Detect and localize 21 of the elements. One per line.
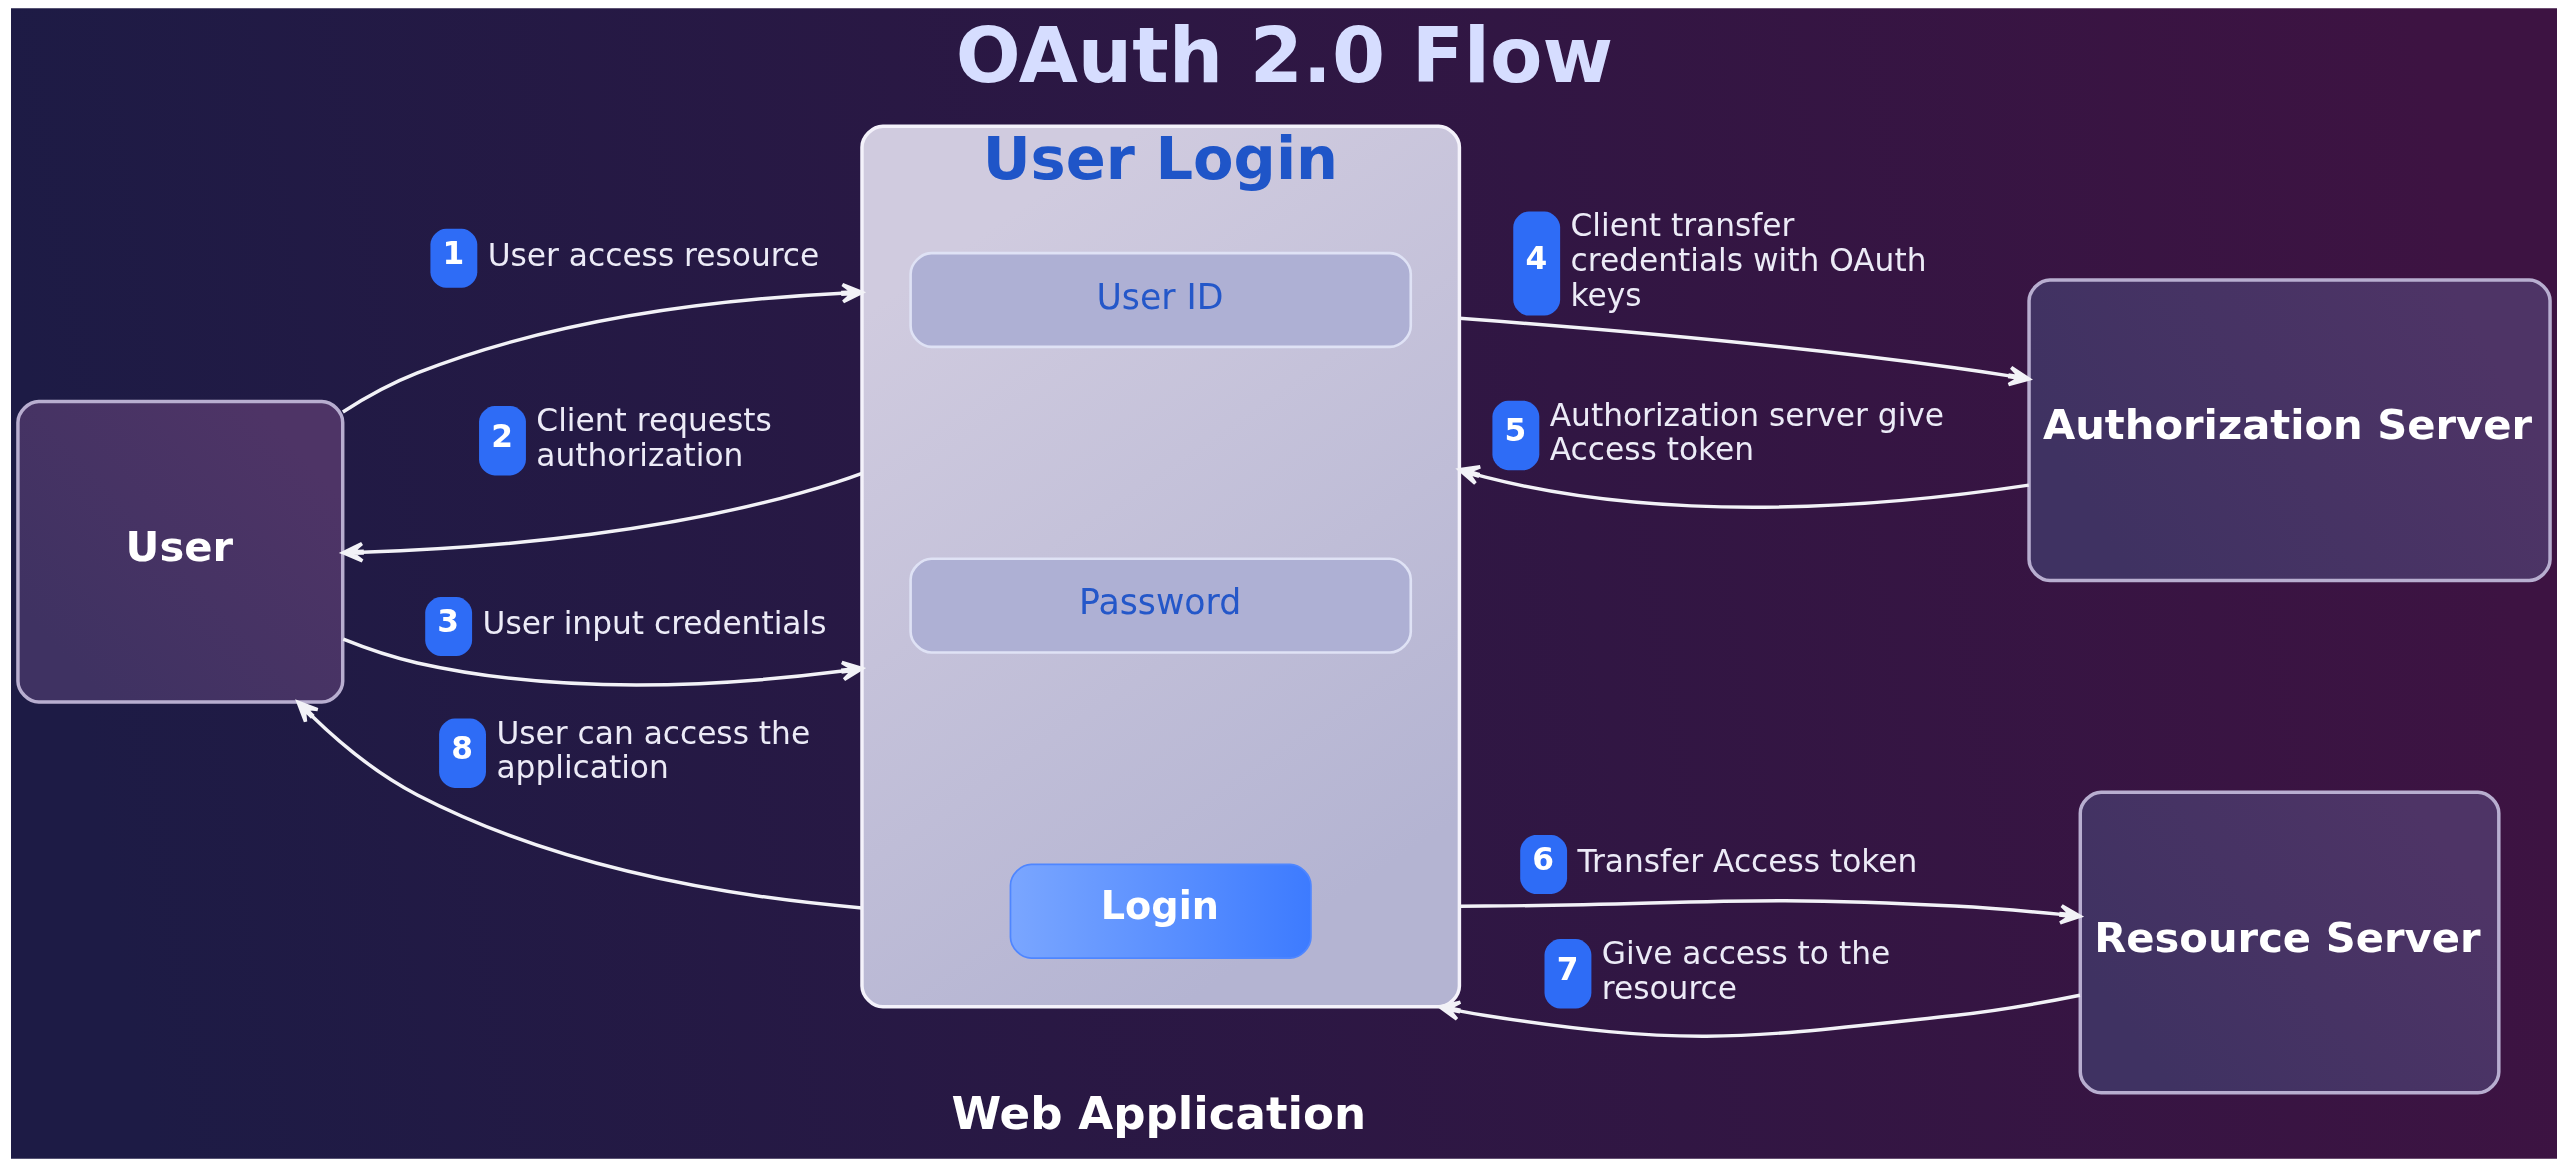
arrow (341, 471, 863, 563)
diagram-title: OAuth 2.0 Flow (955, 10, 1614, 100)
edge-label: 5 Authorization server give Access token (1504, 396, 1945, 468)
node-box: Password (909, 557, 1413, 654)
node-box: Resource Server (2078, 790, 2501, 1095)
arrow (342, 637, 864, 687)
node-box: Login (1009, 863, 1312, 960)
arrow (341, 282, 864, 414)
node-box: Authorization Server (2027, 278, 2552, 583)
arrow (1457, 465, 2029, 509)
edge-label: 3 User input credentials (437, 603, 827, 642)
node-box: User (16, 399, 345, 704)
arrow (1459, 316, 2031, 387)
node-label: Web Application (951, 1086, 1367, 1140)
arrow (296, 700, 863, 910)
node-box: User ID (909, 251, 1413, 349)
edge-label: 4 Client transfer credentials with OAuth keys (1525, 207, 1927, 313)
edge-label: 1 User access resource (442, 235, 820, 273)
arrow (1459, 898, 2082, 925)
arrow (1438, 993, 2081, 1038)
edge-label: 6 Transfer Access token (1532, 841, 1918, 880)
